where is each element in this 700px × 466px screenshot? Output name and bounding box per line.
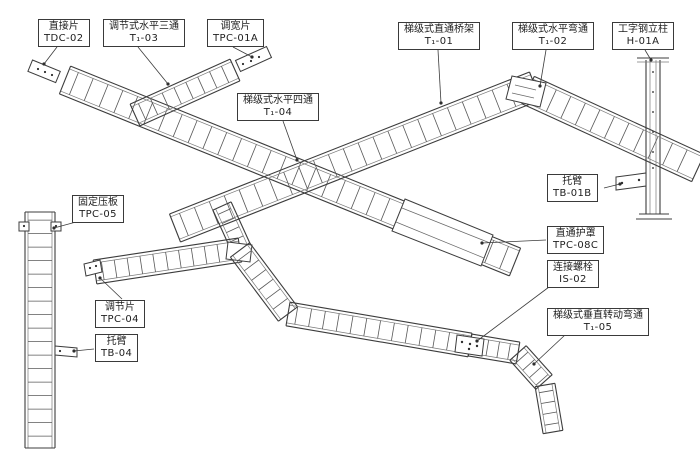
part-name: 调节式水平三通 bbox=[109, 21, 179, 32]
label-ladder-horizontal-cross: 梯级式水平四通 T₁-04 bbox=[237, 93, 319, 121]
part-code: TPC-01A bbox=[213, 33, 259, 44]
part-name: 工字钢立柱 bbox=[618, 24, 668, 35]
label-fixing-clamp-plate: 固定压板 TPC-05 bbox=[72, 195, 124, 223]
part-code: TPC-08C bbox=[553, 240, 599, 251]
part-name: 直接片 bbox=[48, 21, 79, 32]
label-adjust-piece: 调节片 TPC-04 bbox=[95, 300, 145, 328]
label-bracket-arm-tb04: 托臂 TB-04 bbox=[95, 334, 139, 362]
part-code: H-01A bbox=[626, 36, 660, 47]
part-name: 连接螺栓 bbox=[553, 262, 593, 273]
part-code: T₁-05 bbox=[583, 322, 613, 333]
part-code: T₁-01 bbox=[424, 36, 454, 47]
part-code: TB-04 bbox=[101, 348, 133, 359]
part-code: IS-02 bbox=[559, 274, 587, 285]
part-code: TDC-02 bbox=[44, 33, 84, 44]
part-code: T₁-02 bbox=[538, 36, 568, 47]
label-ladder-horizontal-bend: 梯级式水平弯通 T₁-02 bbox=[512, 22, 594, 50]
part-name: 托臂 bbox=[562, 176, 583, 187]
part-name: 直通护罩 bbox=[555, 228, 596, 239]
label-ladder-straight-bridge: 梯级式直通桥架 T₁-01 bbox=[398, 22, 480, 50]
label-connector-piece: 直接片 TDC-02 bbox=[38, 19, 90, 47]
part-name: 梯级式水平弯通 bbox=[518, 24, 588, 35]
label-bracket-arm-tb01b: 托臂 TB-01B bbox=[547, 174, 598, 202]
label-adjustable-horizontal-tee: 调节式水平三通 T₁-03 bbox=[103, 19, 185, 47]
part-name: 调节片 bbox=[104, 302, 135, 313]
part-name: 梯级式水平四通 bbox=[243, 95, 313, 106]
label-width-adjust-piece: 调宽片 TPC-01A bbox=[207, 19, 265, 47]
label-vertical-rotating-bend: 梯级式垂直转动弯通 T₁-05 bbox=[547, 308, 649, 336]
label-i-beam-column: 工字钢立柱 H-01A bbox=[612, 22, 674, 50]
label-straight-cover: 直通护罩 TPC-08C bbox=[547, 226, 605, 254]
part-name: 托臂 bbox=[106, 336, 127, 347]
part-code: T₁-03 bbox=[129, 33, 159, 44]
part-name: 固定压板 bbox=[78, 197, 118, 208]
part-code: T₁-04 bbox=[263, 107, 293, 118]
part-name: 调宽片 bbox=[220, 21, 251, 32]
part-code: TPC-04 bbox=[101, 314, 139, 325]
label-connecting-bolt: 连接螺栓 IS-02 bbox=[547, 260, 599, 288]
part-code: TB-01B bbox=[553, 188, 592, 199]
part-code: TPC-05 bbox=[79, 209, 117, 220]
part-name: 梯级式垂直转动弯通 bbox=[553, 310, 643, 321]
part-name: 梯级式直通桥架 bbox=[404, 24, 474, 35]
